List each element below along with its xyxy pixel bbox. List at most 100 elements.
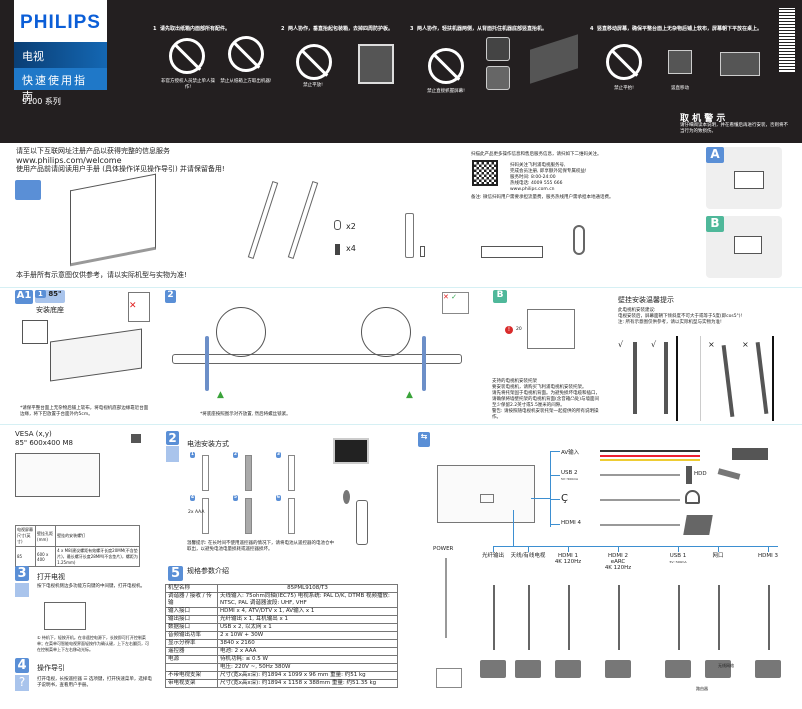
service-hotline: 热线电话: 4009 555 666 bbox=[510, 181, 563, 186]
port-usb2: USB 2 bbox=[561, 470, 578, 476]
screw-icon bbox=[335, 244, 340, 255]
audio-cable bbox=[600, 499, 680, 501]
substep: 5 bbox=[233, 495, 238, 501]
hdd-label: HDD bbox=[694, 471, 707, 477]
port-label: 光纤输出 bbox=[481, 553, 504, 559]
support-text: 请先将托架固于电视机背面。为避免损坏电缆和插口，请确保将墙壁托架的电视机背面(含… bbox=[492, 391, 600, 408]
prohibited-icon bbox=[606, 44, 642, 80]
spec-label: 输入接口 bbox=[165, 607, 218, 616]
hand-remote-illustration bbox=[356, 500, 368, 545]
port-connector-line bbox=[768, 546, 769, 552]
device-icon bbox=[705, 660, 731, 678]
remote-illustration bbox=[405, 213, 414, 258]
support-warning: 警告: 请按照随电视机安装托架一起提供的所有说明操作。 bbox=[492, 409, 599, 420]
product-label: 电视 bbox=[14, 42, 107, 68]
spec-label: 调谐器 / 接收 / 传输 bbox=[165, 592, 218, 608]
wall-badge: B bbox=[493, 290, 507, 303]
support-title: 支持的电视机安装托架 bbox=[492, 379, 537, 384]
support-text: 要安装电视机，请购买飞利浦电视机安装托架。 bbox=[492, 385, 587, 390]
spec-label: 带电视支架 bbox=[165, 679, 218, 688]
service-hours: 服务时间: 8:00-24:00 bbox=[510, 175, 556, 180]
device-icon bbox=[555, 660, 581, 678]
port-av-in: AV输入 bbox=[561, 450, 580, 456]
tv-bottom-illustration bbox=[172, 354, 462, 364]
read-manual-text: 使用产品前请阅读用户手册 (具体操作详见操作导引) 并请保留备用! bbox=[16, 165, 225, 173]
box-open-icon bbox=[15, 180, 41, 200]
av-cable bbox=[600, 455, 700, 457]
spec-value: 电压: 220V ~, 50Hz 380W bbox=[217, 663, 398, 672]
remote-illustration bbox=[288, 498, 295, 534]
substep: 4 bbox=[190, 495, 195, 501]
caption: 禁止平放! bbox=[303, 83, 323, 88]
remote-illustration bbox=[202, 498, 209, 534]
caption: 禁止平抬! bbox=[614, 86, 634, 91]
port-label: 天线/有线电视 bbox=[510, 553, 546, 559]
ac-inlet bbox=[480, 494, 494, 503]
power-cord bbox=[445, 558, 447, 638]
cable bbox=[493, 585, 495, 650]
caption: 竖直移动 bbox=[671, 86, 689, 91]
step-badge: 3 bbox=[15, 566, 29, 581]
option-b-badge: B bbox=[706, 216, 724, 232]
spec-label bbox=[165, 663, 218, 672]
service-url[interactable]: www.philips.com.cn bbox=[510, 187, 555, 192]
substep: 6 bbox=[276, 495, 281, 501]
spec-row: 输出接口光纤输出 x 1, 耳机输出 x 1 bbox=[165, 615, 398, 624]
usb2-rating: 5V⎓500mA bbox=[561, 477, 579, 481]
bad-mark: × bbox=[742, 340, 749, 349]
stand-leg-illustration bbox=[247, 181, 279, 259]
tv-back-vesa-illustration bbox=[15, 453, 100, 497]
disclaimer: 本手册所有示意图仅供参考，请以实际机型与实物为准! bbox=[16, 271, 187, 279]
wireless-label: 无线网络 bbox=[718, 663, 734, 668]
power-cable-illustration bbox=[573, 225, 585, 255]
spec-value: 85PML9108/T3 bbox=[217, 584, 398, 593]
battery-title: 电池安装方式 bbox=[187, 440, 229, 448]
manual-booklet-illustration bbox=[481, 246, 543, 258]
stand-note: *请保平整台面上无杂物后铺上软布，将电视机底部边缘靠近台面边缘，将下巴放置于台面… bbox=[20, 406, 149, 417]
register-text: 请至以下互联网址注册产品以获得完整的信息服务 bbox=[16, 147, 170, 155]
stand-leg-blue bbox=[422, 336, 426, 391]
stand-badge: A1 bbox=[15, 290, 33, 304]
divider bbox=[700, 336, 701, 421]
prohibited-icon bbox=[169, 38, 205, 74]
unpack-step-2: 2 两人协作，垂直抬起包装箱，去掉四周防护板。 bbox=[281, 26, 393, 32]
spec-value: USB x 2, 以太网 x 1 bbox=[217, 623, 398, 632]
alert-icon: ! bbox=[505, 326, 513, 334]
warning-header: PHILIPS 电视 快速使用指南 9100 系列 1 请先取出纸箱内面部所有配… bbox=[0, 0, 802, 143]
guide-title-section: 操作导引 bbox=[37, 664, 65, 672]
spec-value: 3840 x 2160 bbox=[217, 639, 398, 648]
spec-value: HDMI x 4, ATV/DTV x 1, AV输入 x 1 bbox=[217, 607, 398, 616]
spec-label: 数据接口 bbox=[165, 623, 218, 632]
step-badge: 2 bbox=[166, 431, 179, 445]
port-connector-line bbox=[528, 546, 529, 552]
port-label: 网口 bbox=[712, 553, 724, 559]
wall-line bbox=[676, 336, 678, 421]
clip-icon bbox=[334, 220, 341, 230]
headphones-icon bbox=[685, 490, 700, 504]
service-scan-text: 扫描此产品更多操作信息和售后服务信息，请扫如下二维码关注。 bbox=[471, 152, 602, 157]
device-icon bbox=[515, 660, 541, 678]
caption: 非官方授权人员禁止单人操作! bbox=[161, 79, 215, 90]
hdmi-cable bbox=[600, 524, 680, 526]
remote-illustration bbox=[288, 455, 295, 491]
battery-steps: 1 2 3 4 5 6 2x AAA bbox=[188, 452, 340, 542]
cable bbox=[768, 585, 770, 650]
welcome-url[interactable]: www.philips.com/welcome bbox=[16, 156, 122, 165]
remote-illustration bbox=[245, 498, 252, 534]
prohibited-icon bbox=[228, 36, 264, 72]
service-note: 备注: 微信扫码用户需要承担流量费，服务热线用户需承担本地通话费。 bbox=[471, 195, 614, 200]
spec-row: 电源待机功耗: ≤ 0.5 W bbox=[165, 655, 398, 664]
spec-value: 光纤输出 x 1, 耳机输出 x 1 bbox=[217, 615, 398, 624]
warning-text: 请仔细阅读本说明，并在看懂后再进行安装，否则将不当行为的致损伤。 bbox=[680, 123, 788, 134]
power-button-icon bbox=[343, 490, 350, 504]
power-on-note: ① 待机下，轻按开机。在非遥控电源下，长按即可打开控制菜单；在菜单可智能电视界面… bbox=[37, 635, 149, 652]
spec-value: 尺寸(宽x高x深): 约1894 x 1099 x 96 mm 重量: 约51 … bbox=[217, 671, 398, 680]
spec-label: 显示分辨率 bbox=[165, 639, 218, 648]
unpack-step-4: 4 竖直移动屏幕，确保平整台面上无杂物后铺上软布，屏幕朝下平放在桌上。 bbox=[590, 26, 762, 32]
intro: 请至以下互联网址注册产品以获得完整的信息服务 www.philips.com/w… bbox=[16, 147, 286, 174]
substep: 2 bbox=[233, 452, 238, 458]
